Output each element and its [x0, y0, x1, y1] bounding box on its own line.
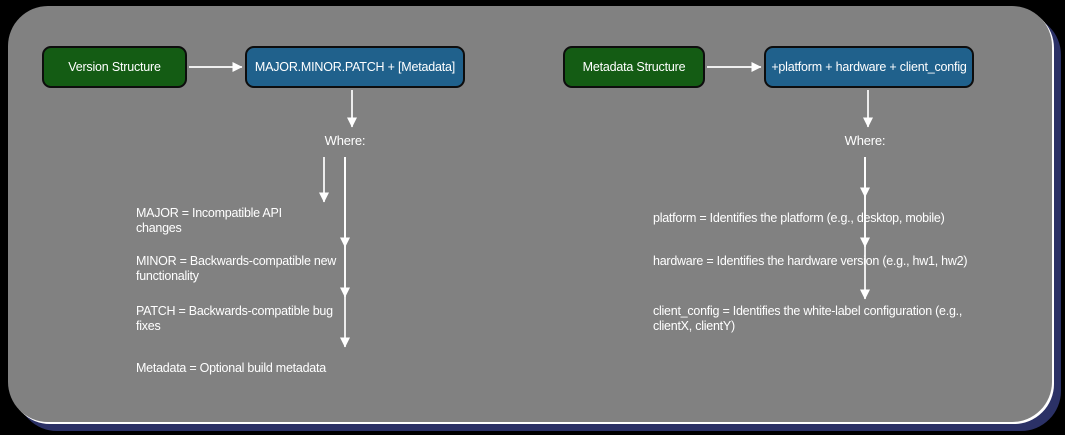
node-metadata-structure-label: Metadata Structure — [582, 60, 686, 74]
node-metadata-structure: Metadata Structure — [563, 46, 705, 88]
node-version-structure-label: Version Structure — [68, 60, 161, 74]
where-label-left: Where: — [324, 133, 366, 148]
label-minor: MINOR = Backwards-compatible new functio… — [136, 254, 337, 283]
node-metadata-format-label: +platform + hardware + client_config — [771, 60, 967, 74]
node-version-structure: Version Structure — [42, 46, 187, 88]
label-platform: platform = Identifies the platform (e.g.… — [653, 211, 945, 225]
node-metadata-format: +platform + hardware + client_config — [764, 46, 974, 88]
label-patch: PATCH = Backwards-compatible bug fixes — [136, 304, 333, 333]
label-metadata: Metadata = Optional build metadata — [136, 361, 326, 375]
node-version-format: MAJOR.MINOR.PATCH + [Metadata] — [245, 46, 465, 88]
node-version-format-label: MAJOR.MINOR.PATCH + [Metadata] — [254, 60, 456, 74]
label-major: MAJOR = Incompatible API changes — [136, 206, 282, 235]
label-client-config: client_config = Identifies the white-lab… — [653, 304, 963, 333]
where-label-right: Where: — [844, 133, 886, 148]
label-hardware: hardware = Identifies the hardware versi… — [653, 254, 968, 268]
